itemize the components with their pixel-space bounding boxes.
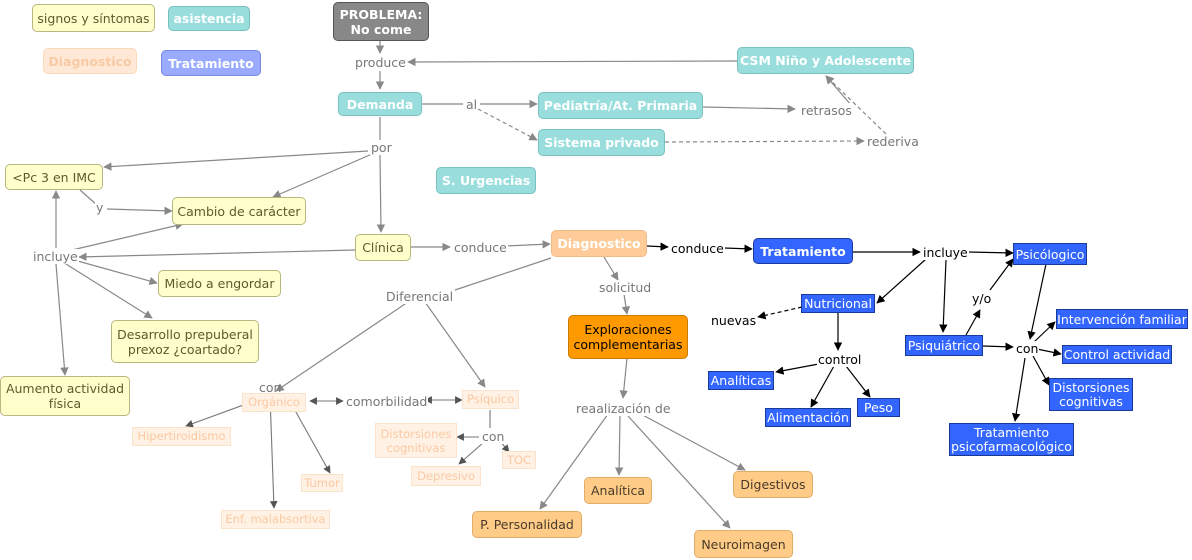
label-con-1: con xyxy=(259,380,282,395)
diagnostico-node[interactable]: Diagnostico xyxy=(551,230,647,257)
label-produce: produce xyxy=(354,55,407,70)
faded-distorsiones-node: Distorsiones cognitivas xyxy=(375,423,457,458)
label-al: al xyxy=(465,97,479,112)
exploraciones-node[interactable]: Exploraciones complementarias xyxy=(568,315,688,359)
miedo-node[interactable]: Miedo a engordar xyxy=(158,270,281,297)
label-por: por xyxy=(370,140,393,155)
label-con-2: con xyxy=(481,429,506,444)
label-conduce-1: conduce xyxy=(453,240,508,255)
psicofarmacologico-node[interactable]: Tratamiento psicofarmacológico xyxy=(949,423,1074,456)
label-realizacion: reaalización de xyxy=(575,401,672,416)
clinica-node[interactable]: Clínica xyxy=(355,234,411,261)
problem-node[interactable]: PROBLEMA: No come xyxy=(333,2,429,41)
legend-signos: signos y síntomas xyxy=(32,4,155,32)
tratamiento-node[interactable]: Tratamiento xyxy=(753,238,853,264)
pediatria-node[interactable]: Pediatría/At. Primaria xyxy=(538,92,703,119)
analiticas-node[interactable]: Analíticas xyxy=(708,371,774,390)
urgencias-node[interactable]: S. Urgencias xyxy=(436,167,536,194)
neuroimagen-node[interactable]: Neuroimagen xyxy=(694,530,793,558)
digestivos-node[interactable]: Digestivos xyxy=(733,471,813,498)
problem-line-1: PROBLEMA: xyxy=(339,6,423,22)
label-incluye: incluye xyxy=(32,249,79,264)
label-incluye-2: incluye xyxy=(922,245,969,260)
faded-hipertiroidismo-node: Hipertiroidismo xyxy=(132,427,231,446)
label-diferencial: Diferencial xyxy=(385,289,455,304)
label-y: y xyxy=(95,200,105,215)
psiquiatrico-node[interactable]: Psiquiátrico xyxy=(905,335,983,356)
problem-line-2: No come xyxy=(350,21,412,37)
intervencion-node[interactable]: Intervención familiar xyxy=(1056,309,1188,329)
label-con-3: con xyxy=(1015,341,1040,356)
label-yo: y/o xyxy=(971,291,993,306)
privado-node[interactable]: Sistema privado xyxy=(538,129,665,156)
legend-asistencia: asistencia xyxy=(168,6,250,31)
desarrollo-node[interactable]: Desarrollo prepuberal prexoz ¿coartado? xyxy=(111,320,259,363)
aumento-node[interactable]: Aumento actividad física xyxy=(0,376,130,416)
nutricional-node[interactable]: Nutricional xyxy=(801,294,875,313)
distorsiones-node[interactable]: Distorsiones cognitivas xyxy=(1049,378,1133,411)
caracter-node[interactable]: Cambio de carácter xyxy=(172,197,306,225)
faded-psiquico-node: Psíquico xyxy=(462,390,519,409)
faded-toc-node: TOC xyxy=(502,451,536,469)
demanda-node[interactable]: Demanda xyxy=(338,92,422,116)
label-nuevas: nuevas xyxy=(710,313,758,328)
peso-node[interactable]: Peso xyxy=(857,398,900,417)
label-retrasos: retrasos xyxy=(800,103,853,118)
personalidad-node[interactable]: P. Personalidad xyxy=(472,511,582,538)
label-conduce-2: conduce xyxy=(670,241,725,256)
label-comorbilidad: comorbilidad xyxy=(345,394,429,409)
faded-enf-node: Enf. malabsortiva xyxy=(221,510,330,529)
faded-organico-node: Orgánico xyxy=(242,393,306,412)
label-rederiva: rederiva xyxy=(866,134,920,149)
analitica-node[interactable]: Analítica xyxy=(584,477,652,504)
legend-tratamiento: Tratamiento xyxy=(161,50,261,76)
alimentacion-node[interactable]: Alimentación xyxy=(765,408,851,427)
psicologico-node[interactable]: Psicólogico xyxy=(1013,243,1087,265)
faded-depresivo-node: Depresivo xyxy=(411,466,481,486)
label-control: control xyxy=(817,352,863,367)
control-actividad-node[interactable]: Control actividad xyxy=(1062,345,1172,364)
faded-tumor-node: Tumor xyxy=(301,474,343,492)
imc-node[interactable]: <Pc 3 en IMC xyxy=(5,164,103,190)
legend-diagnostico: Diagnostico xyxy=(43,48,137,74)
label-solicitud: solicitud xyxy=(598,280,653,295)
csm-node[interactable]: CSM Niño y Adolescente xyxy=(737,47,914,74)
